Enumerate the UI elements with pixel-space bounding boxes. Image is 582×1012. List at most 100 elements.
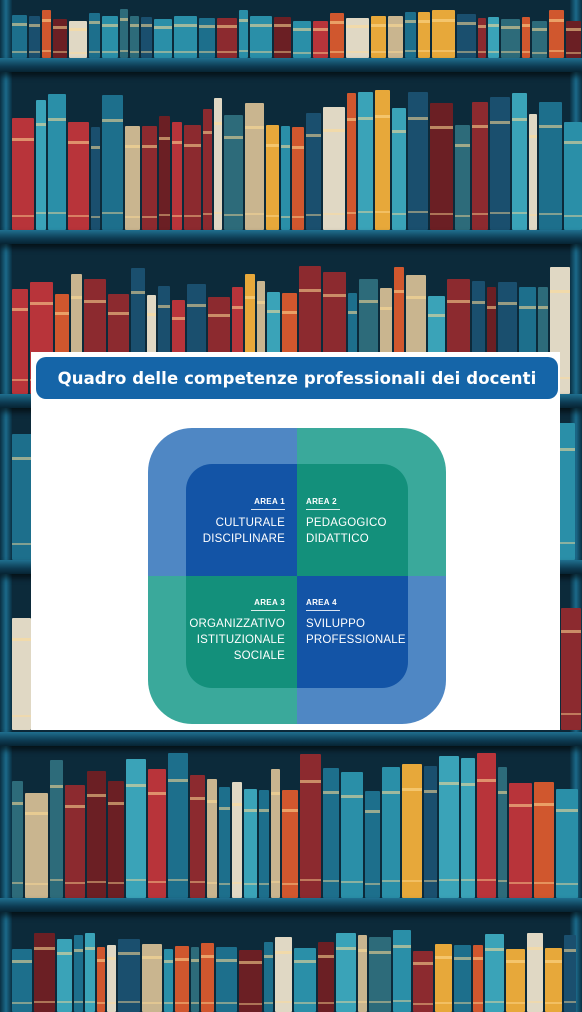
book-spine	[472, 102, 488, 230]
book-spine	[42, 10, 51, 58]
book-spine	[405, 12, 416, 58]
book-spine	[455, 125, 470, 230]
book-spine	[564, 122, 582, 230]
book-spine	[527, 933, 543, 1012]
book-spine	[142, 944, 162, 1012]
book-spine	[532, 21, 547, 58]
book-spine	[388, 16, 403, 58]
book-spine	[485, 934, 504, 1012]
book-spine	[12, 949, 32, 1012]
area-1-name: CULTURALE DISCIPLINARE	[202, 517, 285, 545]
book-spine	[545, 948, 562, 1012]
book-spine	[323, 768, 339, 898]
book-spine	[539, 102, 562, 230]
book-spine	[102, 95, 123, 230]
shelf-row-7	[0, 928, 582, 1012]
competence-diagram: AREA 1 CULTURALE DISCIPLINARE AREA 2 PED…	[148, 428, 446, 726]
book-spine	[498, 767, 507, 898]
book-spine	[118, 939, 140, 1012]
book-spine	[478, 18, 486, 58]
area-4-name: SVILUPPO PROFESSIONALE	[306, 618, 406, 646]
book-spine	[318, 942, 334, 1012]
area-3-name: ORGANIZZATIVO ISTITUZIONALE SOCIALE	[189, 618, 285, 662]
book-spine	[347, 93, 356, 230]
book-spine	[207, 779, 217, 898]
area-2-name: PEDAGOGICO DIDATTICO	[306, 517, 387, 545]
area-4-quadrant: AREA 4 SVILUPPO PROFESSIONALE	[297, 576, 408, 688]
book-spine	[529, 114, 537, 230]
book-spine	[172, 122, 182, 230]
book-spine	[294, 948, 316, 1012]
shelf-row-2	[0, 88, 582, 230]
book-spine	[12, 118, 34, 230]
book-spine	[561, 608, 581, 730]
book-spine	[369, 937, 391, 1012]
book-spine	[12, 618, 31, 730]
book-spine	[68, 122, 89, 230]
book-spine	[430, 103, 453, 230]
book-spine	[259, 790, 269, 898]
book-spine	[371, 16, 386, 58]
book-spine	[432, 10, 455, 58]
book-spine	[219, 787, 230, 898]
book-spine	[89, 13, 100, 58]
book-spine	[439, 756, 459, 898]
book-spine	[358, 92, 373, 230]
book-spine	[12, 781, 23, 898]
book-spine	[245, 103, 264, 230]
book-spine	[184, 125, 201, 230]
book-spine	[501, 19, 520, 58]
book-spine	[148, 769, 166, 898]
book-spine	[36, 100, 46, 230]
book-spine	[65, 785, 85, 898]
book-spine	[125, 126, 140, 230]
book-spine	[239, 10, 248, 58]
book-spine	[190, 775, 205, 898]
shelf-post-right	[570, 0, 582, 1012]
book-spine	[232, 782, 242, 898]
book-spine	[12, 15, 27, 58]
book-spine	[323, 107, 345, 230]
book-spine	[175, 946, 189, 1012]
book-spine	[566, 21, 581, 58]
competence-framework-card: Quadro delle competenze professionali de…	[31, 352, 560, 730]
book-spine	[264, 942, 273, 1012]
book-spine	[108, 781, 124, 898]
book-spine	[12, 289, 28, 394]
book-spine	[34, 933, 55, 1012]
book-spine	[534, 782, 554, 898]
book-spine	[365, 791, 380, 898]
book-spine	[509, 783, 532, 898]
book-spine	[454, 945, 471, 1012]
book-spine	[490, 97, 510, 230]
book-spine	[102, 16, 118, 58]
book-spine	[141, 17, 152, 58]
shelf-plank-5	[0, 732, 582, 746]
book-spine	[91, 127, 100, 230]
book-spine	[224, 115, 243, 230]
book-spine	[217, 18, 237, 58]
book-spine	[154, 19, 172, 58]
book-spine	[392, 108, 406, 230]
book-spine	[120, 9, 128, 58]
book-spine	[382, 767, 400, 898]
book-spine	[473, 945, 483, 1012]
book-spine	[159, 116, 170, 230]
book-spine	[457, 14, 476, 58]
book-spine	[506, 949, 525, 1012]
book-spine	[164, 949, 173, 1012]
book-spine	[216, 947, 237, 1012]
book-spine	[74, 935, 83, 1012]
book-spine	[29, 16, 40, 58]
shelf-plank-6	[0, 898, 582, 912]
area-1-label: AREA 1	[251, 497, 285, 510]
book-spine	[57, 939, 72, 1012]
book-spine	[488, 17, 499, 58]
book-spine	[564, 935, 576, 1012]
shelf-plank-2	[0, 230, 582, 244]
book-spine	[12, 434, 33, 560]
book-spine	[306, 113, 321, 230]
book-spine	[549, 10, 564, 58]
book-spine	[393, 930, 411, 1012]
book-spine	[126, 759, 146, 898]
